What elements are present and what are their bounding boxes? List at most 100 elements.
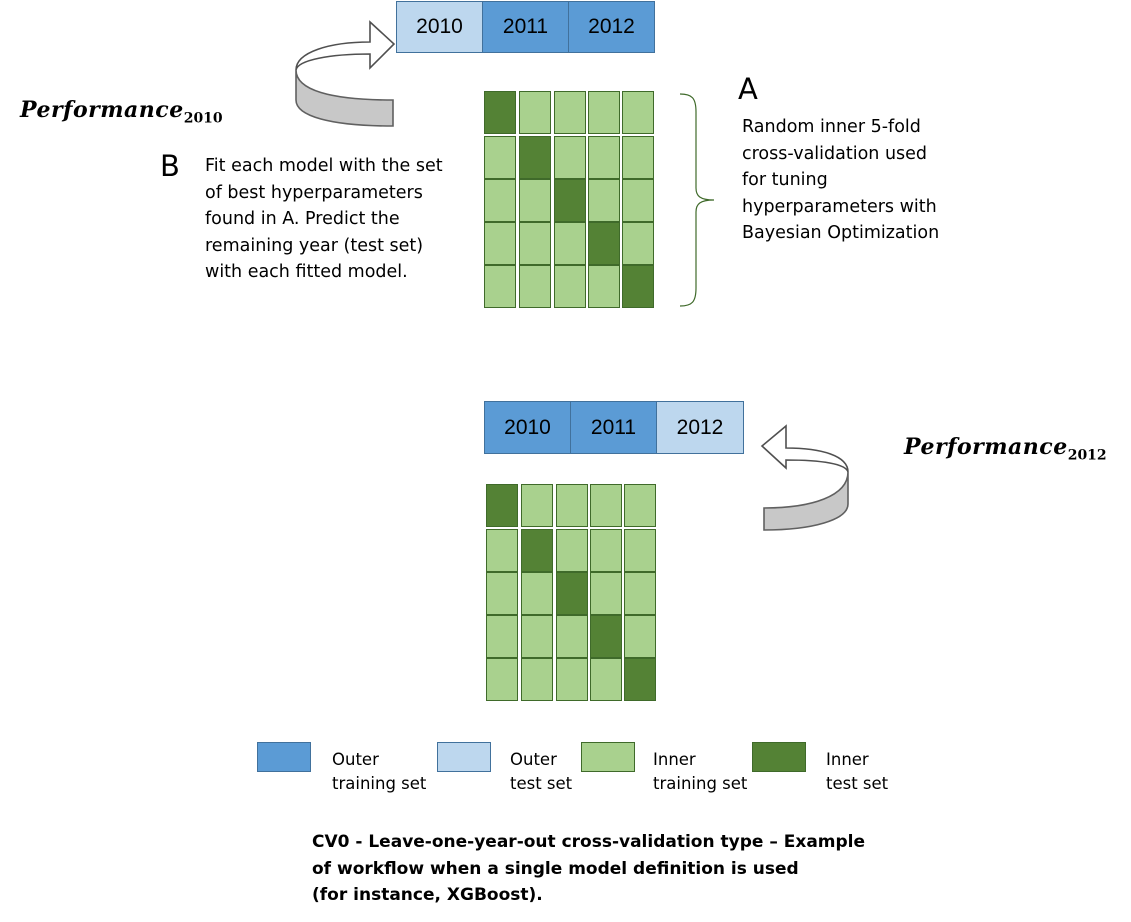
top-inner-test-cell	[484, 91, 516, 134]
caption-line: CV0 - Leave-one-year-out cross-validatio…	[312, 832, 866, 852]
bottom-inner-cv-grid	[486, 484, 658, 702]
top-performance-base: Performance	[20, 97, 184, 123]
panel-a-brace	[679, 93, 715, 307]
bottom-inner-training-cell	[556, 529, 588, 572]
top-year-2012: 2012	[568, 1, 655, 53]
bottom-inner-training-cell	[556, 484, 588, 527]
legend-swatch-inner-test	[752, 742, 806, 772]
bottom-inner-training-cell	[486, 529, 518, 572]
bottom-inner-training-cell	[624, 615, 656, 658]
panel-a-text: Random inner 5-fold cross-validation use…	[742, 114, 939, 247]
legend-line: training set	[332, 774, 427, 793]
bottom-inner-training-cell	[624, 572, 656, 615]
panel-a-line: cross-validation used	[742, 143, 928, 164]
top-inner-test-cell	[554, 179, 586, 222]
bottom-inner-test-cell	[486, 484, 518, 527]
bottom-inner-test-cell	[521, 529, 553, 572]
bottom-inner-test-cell	[624, 658, 656, 701]
top-inner-training-cell	[554, 265, 586, 308]
bottom-inner-training-cell	[521, 658, 553, 701]
panel-b-text: Fit each model with the set of best hype…	[205, 153, 443, 286]
top-inner-training-cell	[554, 91, 586, 134]
bottom-inner-training-cell	[521, 615, 553, 658]
legend-label-inner-test: Inner test set	[826, 748, 888, 796]
top-inner-training-cell	[588, 91, 620, 134]
bottom-inner-training-cell	[590, 658, 622, 701]
legend-label-outer-test: Outer test set	[510, 748, 572, 796]
panel-b-line: found in A. Predict the	[205, 209, 400, 230]
top-inner-training-cell	[588, 179, 620, 222]
panel-b-line: Fit each model with the set	[205, 156, 443, 176]
bottom-inner-training-cell	[590, 484, 622, 527]
bottom-inner-training-cell	[556, 615, 588, 658]
bottom-inner-training-cell	[486, 658, 518, 701]
legend-line: Inner	[653, 750, 696, 769]
panel-b-letter: B	[160, 149, 180, 183]
bottom-inner-training-cell	[590, 529, 622, 572]
top-inner-training-cell	[588, 136, 620, 179]
top-inner-training-cell	[622, 222, 654, 265]
legend-label-inner-training: Inner training set	[653, 748, 747, 796]
caption-line: of workflow when a single model definiti…	[312, 858, 799, 879]
panel-b-line: with each fitted model.	[205, 262, 408, 283]
top-inner-training-cell	[519, 265, 551, 308]
legend-line: Outer	[332, 750, 379, 769]
legend-line: test set	[510, 774, 573, 793]
top-inner-test-cell	[519, 136, 551, 179]
bottom-inner-training-cell	[521, 484, 553, 527]
caption-line: (for instance, XGBoost).	[312, 885, 543, 905]
top-inner-training-cell	[622, 179, 654, 222]
bottom-year-bar: 2010 2011 2012	[484, 401, 744, 454]
bottom-inner-training-cell	[590, 572, 622, 615]
top-inner-training-cell	[484, 265, 516, 308]
legend-line: Inner	[826, 750, 869, 769]
bottom-performance-base: Performance	[904, 434, 1068, 460]
bottom-inner-test-cell	[590, 615, 622, 658]
figure-caption: CV0 - Leave-one-year-out cross-validatio…	[312, 829, 865, 909]
panel-a-line: Random inner 5-fold	[742, 117, 921, 137]
top-inner-training-cell	[484, 179, 516, 222]
top-year-bar: 2010 2011 2012	[396, 1, 655, 53]
bottom-inner-test-cell	[556, 572, 588, 615]
top-inner-training-cell	[519, 222, 551, 265]
legend-swatch-outer-training	[257, 742, 311, 772]
bottom-inner-training-cell	[624, 484, 656, 527]
top-inner-training-cell	[554, 136, 586, 179]
top-inner-test-cell	[622, 265, 654, 308]
bottom-year-2010: 2010	[484, 401, 571, 454]
top-curved-arrow	[295, 20, 396, 127]
panel-b-line: of best hyperparameters	[205, 182, 423, 203]
bottom-inner-training-cell	[486, 615, 518, 658]
top-year-2011: 2011	[482, 1, 569, 53]
legend-line: Outer	[510, 750, 557, 769]
bottom-year-2012: 2012	[656, 401, 744, 454]
bottom-year-2011: 2011	[570, 401, 657, 454]
top-inner-training-cell	[622, 136, 654, 179]
bottom-inner-training-cell	[556, 658, 588, 701]
panel-a-line: hyperparameters with	[742, 196, 937, 217]
top-inner-training-cell	[519, 91, 551, 134]
legend-swatch-outer-test	[437, 742, 491, 772]
legend-swatch-inner-training	[581, 742, 635, 772]
panel-a-line: Bayesian Optimization	[742, 223, 940, 244]
top-inner-training-cell	[484, 222, 516, 265]
top-inner-training-cell	[554, 222, 586, 265]
bottom-inner-training-cell	[521, 572, 553, 615]
panel-b-line: remaining year (test set)	[205, 235, 424, 256]
top-inner-cv-grid	[484, 91, 656, 309]
top-inner-training-cell	[622, 91, 654, 134]
bottom-curved-arrow	[760, 424, 849, 531]
top-performance-label: Performance2010	[20, 97, 223, 126]
panel-a-line: for tuning	[742, 170, 828, 191]
top-inner-training-cell	[484, 136, 516, 179]
legend-line: test set	[826, 774, 889, 793]
panel-a-letter: A	[738, 72, 758, 106]
bottom-performance-label: Performance2012	[904, 434, 1107, 463]
legend: Outer training set Outer test set Inner …	[0, 740, 1131, 800]
top-performance-subscript: 2010	[183, 110, 223, 127]
top-inner-test-cell	[588, 222, 620, 265]
legend-label-outer-training: Outer training set	[332, 748, 426, 796]
top-inner-training-cell	[519, 179, 551, 222]
bottom-inner-training-cell	[486, 572, 518, 615]
bottom-performance-subscript: 2012	[1067, 447, 1107, 464]
